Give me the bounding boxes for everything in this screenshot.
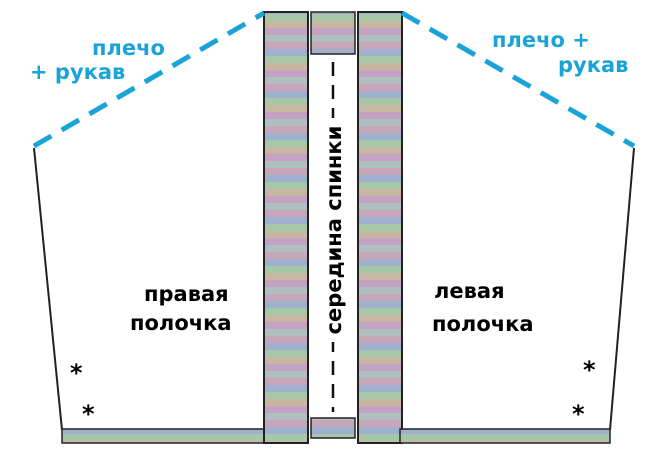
back-center-top-band bbox=[310, 11, 356, 55]
right-front-hem-band bbox=[61, 428, 268, 444]
left-front-placket bbox=[357, 11, 403, 444]
left-front-label-line2: полочка bbox=[432, 312, 534, 336]
left-front-side-edge bbox=[609, 147, 635, 431]
right-front-panel: правая полочка * * bbox=[33, 11, 309, 444]
left-shoulder-label-line2: + рукав bbox=[30, 60, 125, 84]
back-center-label-bg bbox=[321, 118, 345, 342]
left-front-panel: левая полочка * * bbox=[357, 11, 635, 444]
back-center-bottom-band bbox=[310, 417, 356, 439]
right-shoulder-label-line1: плечо + bbox=[492, 28, 590, 52]
back-center-label: середина спинки bbox=[322, 126, 346, 335]
right-front-label-line1: правая bbox=[144, 282, 229, 306]
right-front-marker-1: * bbox=[70, 359, 83, 387]
right-front-side-edge bbox=[33, 147, 63, 431]
left-shoulder-label-line1: плечо bbox=[92, 36, 165, 60]
right-front-marker-2: * bbox=[82, 400, 95, 428]
right-shoulder-label-line2: рукав bbox=[558, 53, 628, 77]
left-front-marker-1: * bbox=[583, 356, 596, 384]
left-shoulder-dashed-line bbox=[32, 10, 266, 149]
right-shoulder-dashed-line bbox=[400, 10, 636, 149]
left-front-marker-2: * bbox=[572, 400, 585, 428]
shoulder-lines: плечо + рукав плечо + рукав bbox=[30, 10, 636, 149]
right-front-placket bbox=[263, 11, 309, 444]
left-front-label-line1: левая bbox=[434, 279, 505, 303]
back-center-strip: середина спинки bbox=[310, 11, 356, 439]
right-front-label-line2: полочка bbox=[130, 311, 232, 335]
left-front-hem-band bbox=[399, 428, 611, 444]
